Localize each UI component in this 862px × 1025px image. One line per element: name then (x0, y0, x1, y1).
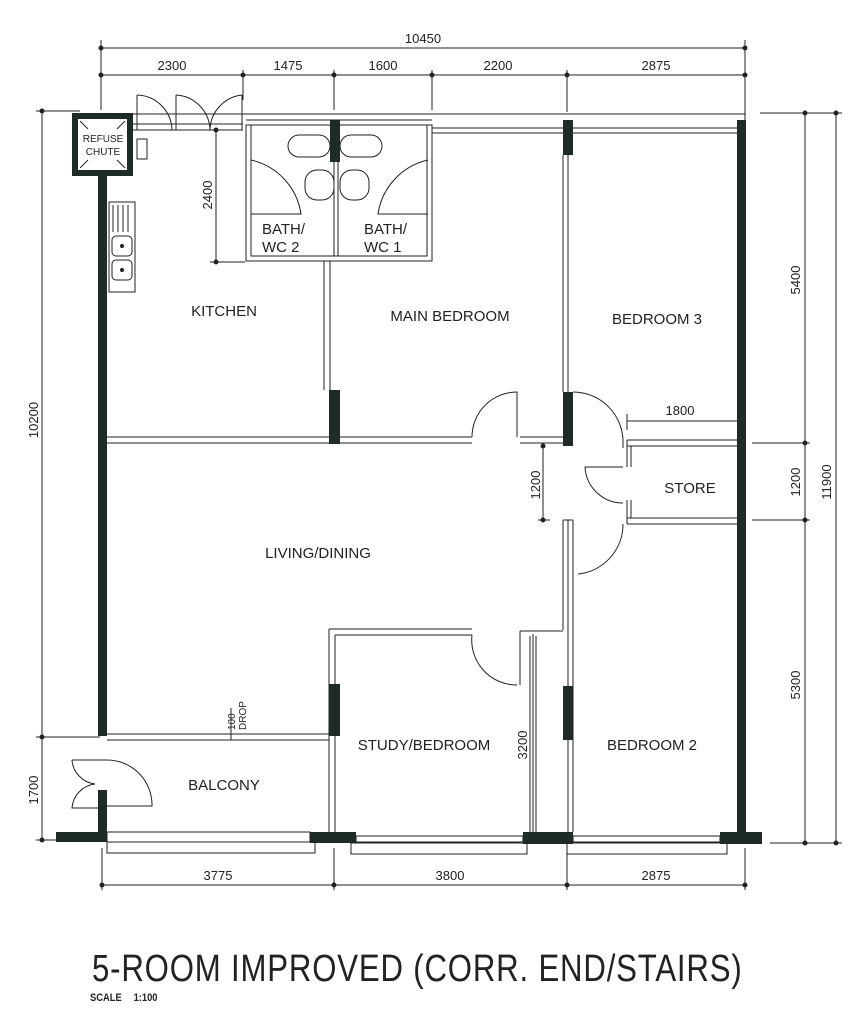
dim-top-seg-2: 1475 (274, 58, 303, 73)
main-bedroom-label: MAIN BEDROOM (390, 308, 509, 325)
living-dining-label: LIVING/DINING (265, 545, 371, 562)
dim-bath-height: 2400 (200, 181, 215, 210)
scale-value: 1:100 (133, 992, 158, 1004)
doors (71, 94, 624, 809)
plan-scale: SCALE 1:100 (90, 992, 158, 1004)
refuse-chute-label-2: CHUTE (86, 147, 121, 158)
dim-bottom-seg-1: 3775 (204, 868, 233, 883)
kitchen-label: KITCHEN (191, 303, 257, 320)
bath-wc-2-label-2: WC 2 (262, 239, 300, 256)
refuse-chute-label-1: REFUSE (83, 134, 124, 145)
bath-wc-1-label-1: BATH/ (364, 221, 408, 238)
bottom-dimensions (99, 848, 748, 890)
plan-title: 5-ROOM IMPROVED (CORR. END/STAIRS) (92, 948, 743, 990)
balcony-label: BALCONY (188, 777, 260, 794)
dim-study-depth: 3200 (515, 731, 530, 760)
bath-wc-2-label-1: BATH/ (262, 221, 306, 238)
bedroom-2-label: BEDROOM 2 (607, 737, 697, 754)
dim-top-seg-1: 2300 (158, 58, 187, 73)
study-bedroom-label: STUDY/BEDROOM (358, 737, 491, 754)
partitions (79, 113, 745, 855)
dim-left-lower: 1700 (26, 776, 41, 805)
internal-dimensions (210, 127, 737, 832)
right-dimensions (752, 110, 842, 846)
top-dimensions (98, 40, 748, 120)
dim-bottom-seg-3: 2875 (642, 868, 671, 883)
scale-label: SCALE (90, 992, 122, 1004)
dim-top-seg-4: 2200 (484, 58, 513, 73)
dim-corridor-width: 1200 (528, 471, 543, 500)
bath-wc-1-label-2: WC 1 (364, 239, 402, 256)
left-dimensions (36, 108, 100, 843)
drop-label: DROP (238, 701, 249, 730)
store-label: STORE (664, 480, 715, 497)
dim-top-seg-5: 2875 (642, 58, 671, 73)
dim-right-total: 11900 (819, 464, 834, 499)
dim-top-seg-3: 1600 (369, 58, 398, 73)
dim-right-seg-2: 1200 (788, 468, 803, 497)
dim-right-seg-3: 5300 (788, 671, 803, 700)
dim-store-width: 1800 (666, 403, 695, 418)
dim-bottom-seg-2: 3800 (436, 868, 465, 883)
drop-value: 100 (227, 713, 238, 730)
bedroom-3-label: BEDROOM 3 (612, 311, 702, 328)
dim-top-total: 10450 (405, 31, 441, 46)
bath-fixtures (287, 134, 383, 201)
dim-right-seg-1: 5400 (788, 266, 803, 295)
dim-left-upper: 10200 (26, 402, 41, 438)
